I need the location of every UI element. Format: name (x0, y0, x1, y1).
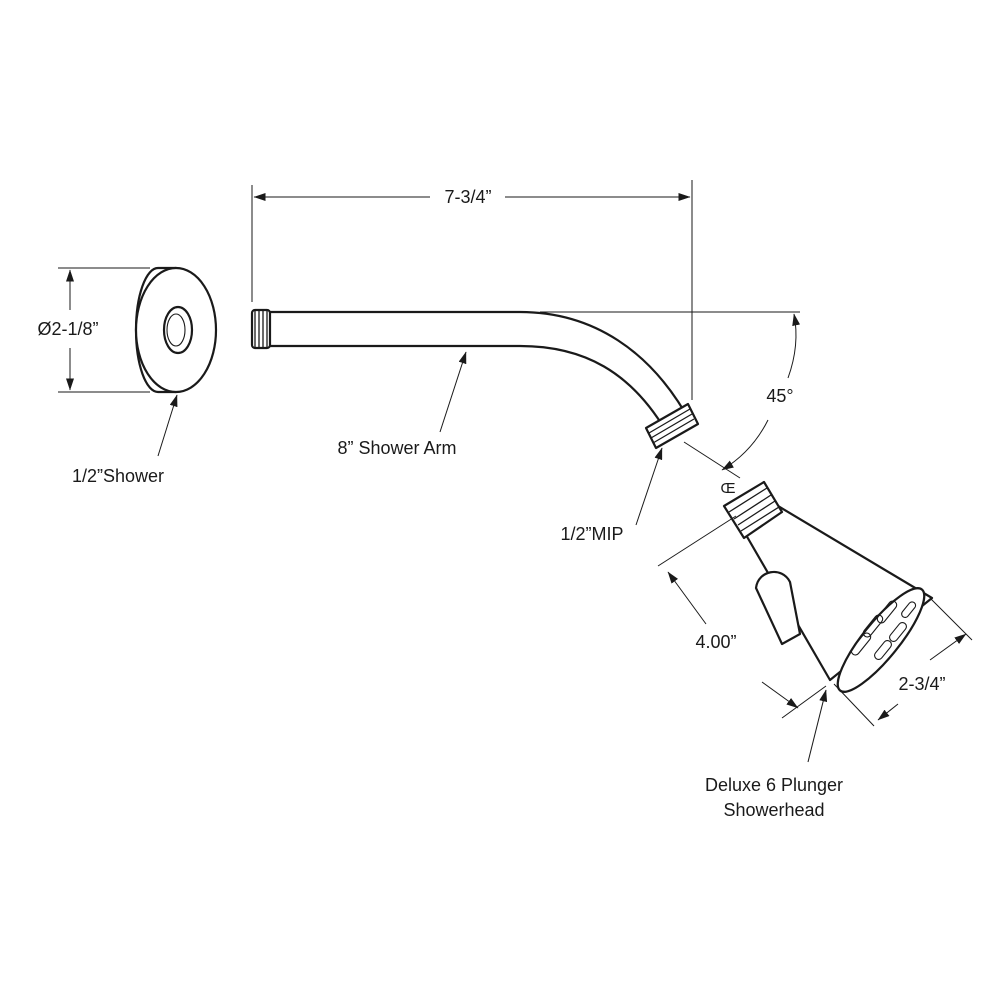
thread-spec-label: 1/2”MIP (560, 524, 623, 544)
centerline-symbol: Œ (721, 480, 736, 497)
arm-length-dimension (251, 180, 693, 400)
showerhead-leader (807, 689, 828, 763)
showerhead (722, 480, 934, 693)
head-length-dimension (657, 515, 827, 719)
showerhead-name-line1: Deluxe 6 Plunger (705, 775, 843, 795)
flange-leader (157, 394, 178, 457)
flange-diameter-dimension (58, 267, 150, 393)
arm-inlet-threads (250, 308, 272, 350)
shower-arm (250, 308, 700, 450)
head-length-label: 4.00” (695, 632, 736, 652)
angle-label: 45° (766, 386, 793, 406)
arm-length-label: 7-3/4” (444, 187, 491, 207)
arm-leader (439, 351, 467, 433)
showerhead-swivel-nut (722, 480, 784, 540)
flange-name-label: 1/2”Shower (72, 466, 164, 486)
showerhead-name-line2: Showerhead (723, 800, 824, 820)
head-diameter-label: 2-3/4” (898, 674, 945, 694)
arm-outlet-threads (644, 402, 700, 450)
arm-name-label: 8” Shower Arm (337, 438, 456, 458)
mip-leader (635, 447, 663, 526)
head-diameter-dimension (833, 597, 973, 727)
adjustment-lever-icon (754, 571, 802, 646)
angle-dimension (540, 311, 801, 479)
flange-diameter-label: Ø2-1/8” (37, 319, 98, 339)
flange (134, 266, 218, 394)
spray-plungers (850, 600, 917, 660)
